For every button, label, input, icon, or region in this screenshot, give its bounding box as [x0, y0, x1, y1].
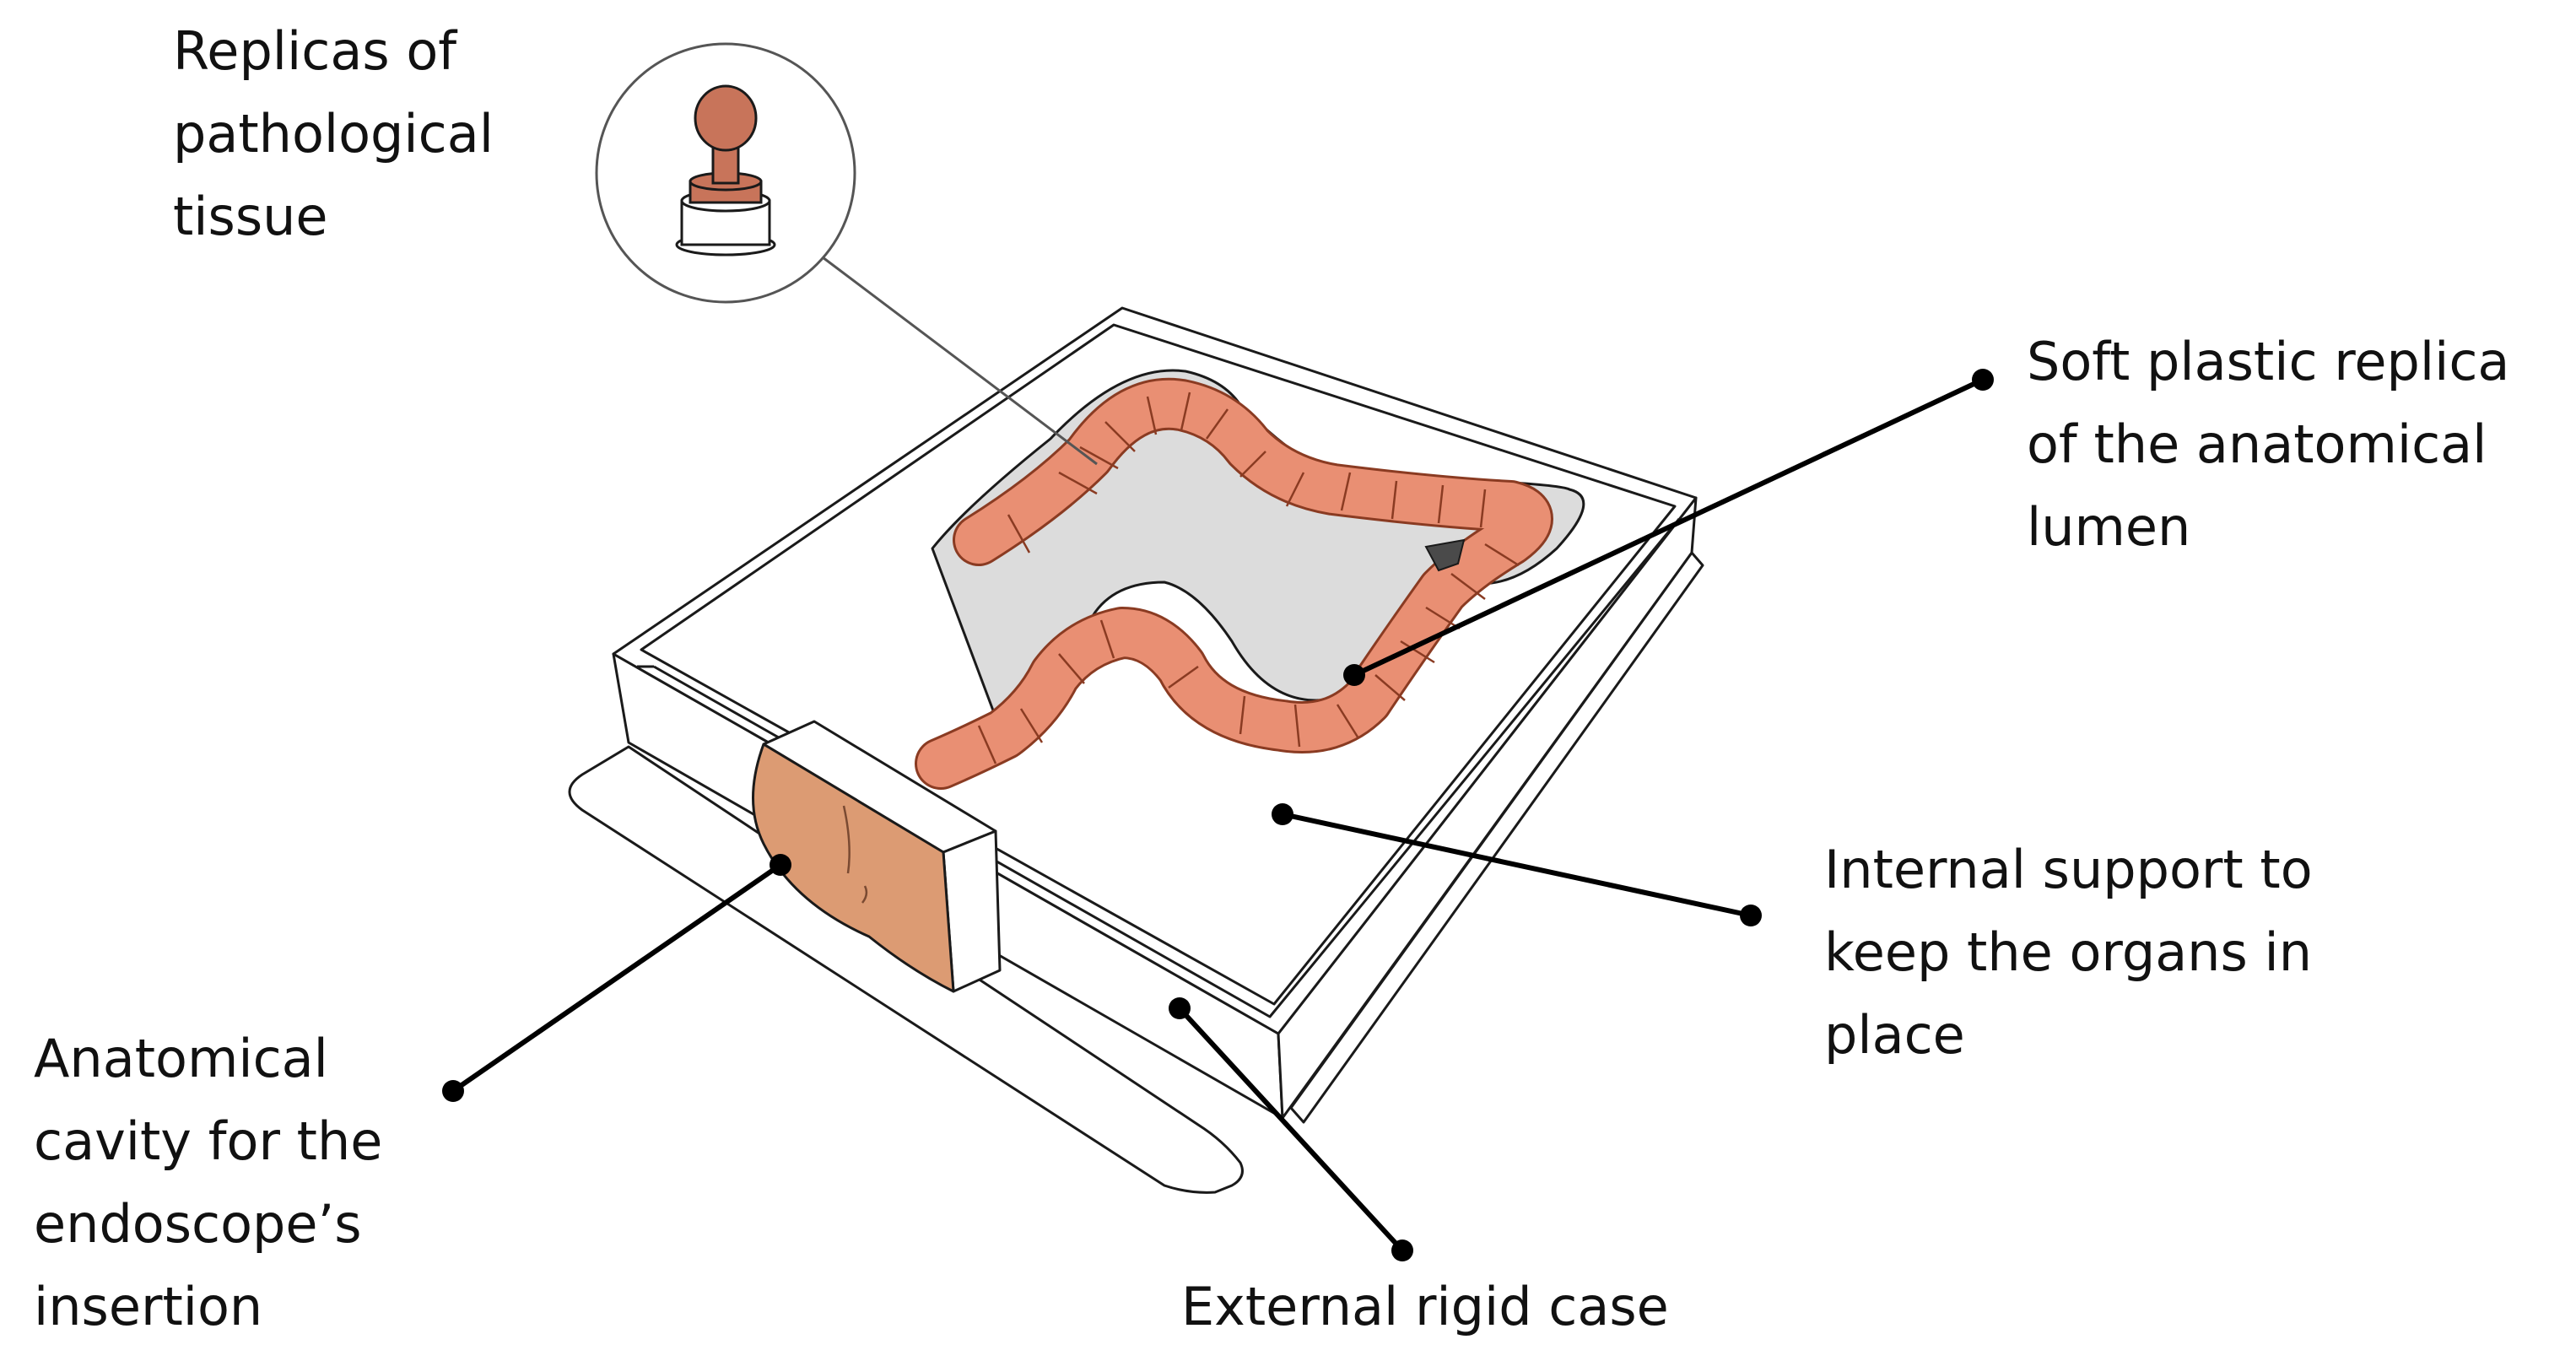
label-line: lumen: [2027, 496, 2191, 558]
label-line: tissue: [173, 186, 328, 247]
label-internal-support: Internal support to keep the organs in p…: [1824, 829, 2313, 1077]
anatomical-cavity: [752, 720, 1002, 993]
label-line: place: [1824, 1004, 1965, 1066]
leader-dots: [442, 369, 1994, 1261]
leader-external-case: [1177, 1006, 1405, 1253]
leader-lines: [451, 377, 1985, 1253]
label-line: insertion: [34, 1276, 263, 1337]
cavity-face: [752, 743, 955, 993]
colon-segments: [977, 392, 1520, 764]
label-line: External rigid case: [1181, 1276, 1669, 1337]
label-line: cavity for the: [34, 1110, 383, 1172]
soft-colon-replica: [915, 377, 1553, 790]
label-line: Replicas of: [173, 20, 457, 82]
leader-anatomical-cavity: [451, 862, 782, 1094]
label-line: Anatomical: [34, 1028, 328, 1089]
label-line: endoscope’s: [34, 1193, 362, 1255]
lesion-marker: [1424, 538, 1466, 572]
leader-soft-replica: [1353, 377, 1985, 678]
label-line: pathological: [173, 103, 494, 165]
label-replicas-pathological-tissue: Replicas of pathological tissue: [173, 10, 494, 258]
colon-body-fill: [917, 380, 1551, 787]
tissue-magnifier: [595, 42, 1098, 466]
label-soft-plastic-replica: Soft plastic replica of the anatomical l…: [2027, 321, 2509, 569]
label-line: of the anatomical: [2027, 413, 2487, 475]
label-line: keep the organs in: [1824, 921, 2313, 983]
cavity-opening: [842, 805, 868, 904]
leader-internal-support: [1282, 812, 1752, 918]
tissue-replica-icon: [675, 84, 776, 257]
label-anatomical-cavity: Anatomical cavity for the endoscope’s in…: [34, 1018, 382, 1348]
magnifier-leader: [822, 256, 1098, 466]
label-line: Soft plastic replica: [2027, 331, 2510, 392]
label-line: Internal support to: [1824, 839, 2313, 900]
label-external-rigid-case: External rigid case: [1181, 1266, 1669, 1348]
case-base-plate: [568, 745, 1244, 1194]
